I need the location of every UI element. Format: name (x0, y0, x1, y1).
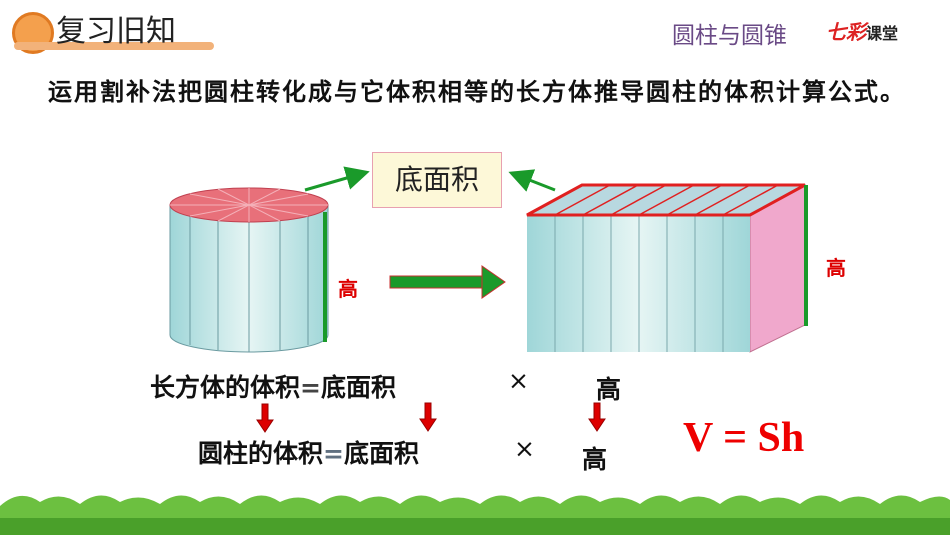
pointer-arrow-left (304, 166, 370, 192)
grass-decoration (0, 495, 950, 535)
cylinder-volume-text: 圆柱的体积 (198, 439, 324, 468)
page-title: 复习旧知 (56, 14, 176, 49)
volume-formula: V = Sh (683, 415, 805, 461)
height-1: 高 (596, 375, 622, 404)
pointer-arrow-right (508, 169, 556, 192)
brand-logo: 七彩课堂 (826, 20, 899, 44)
base-area-text: 底面积 (343, 439, 419, 468)
height-2: 高 (582, 445, 608, 474)
cuboid (526, 183, 808, 353)
cuboid-height-label: 高 (826, 256, 846, 280)
equals: = (323, 439, 344, 468)
times-2: × (514, 434, 535, 463)
transform-arrow (389, 265, 506, 299)
cuboid-volume-text: 长方体的体积 (150, 373, 301, 402)
base-area-label: 底面积 (372, 152, 502, 208)
times-1: × (508, 366, 529, 395)
equals: = (300, 373, 321, 402)
formula-row2: 圆柱的体积=底面积 (198, 434, 419, 470)
cylinder (169, 187, 329, 353)
title-underline (14, 42, 214, 50)
down-arrows (256, 402, 606, 433)
base-area-text: 底面积 (320, 373, 396, 402)
intro-text: 运用割补法把圆柱转化成与它体积相等的长方体推导圆柱的体积计算公式。 (48, 78, 906, 106)
cylinder-height-label: 高 (338, 277, 358, 301)
formula-row1: 长方体的体积=底面积 (150, 368, 396, 404)
chapter-title: 圆柱与圆锥 (672, 23, 787, 49)
